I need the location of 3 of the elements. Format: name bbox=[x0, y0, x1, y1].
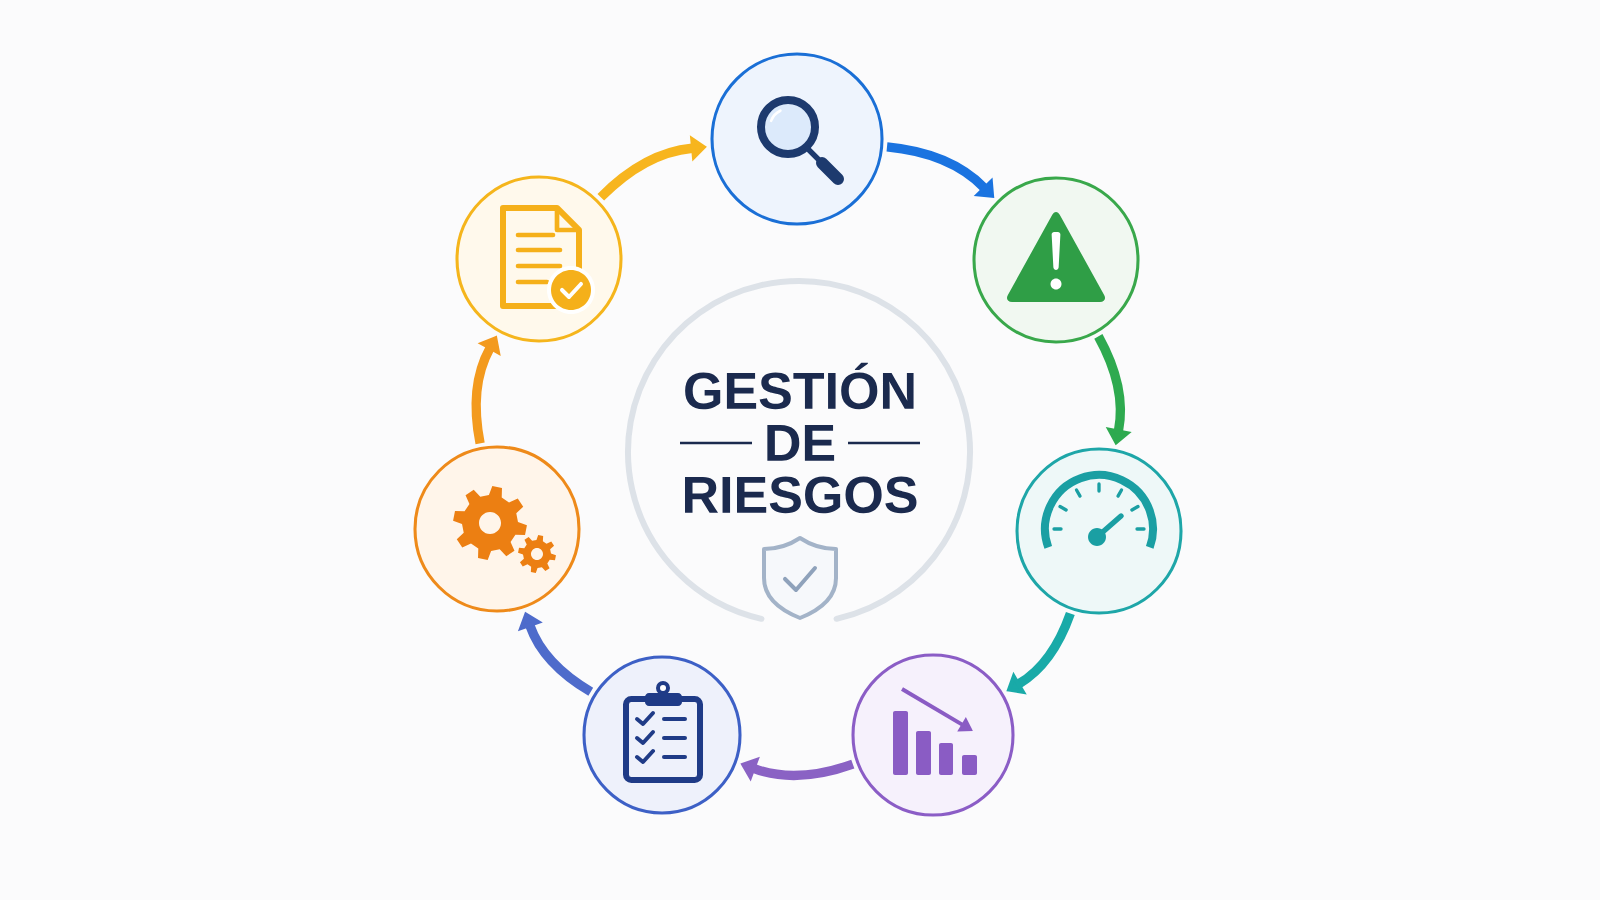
step-circle bbox=[582, 655, 742, 815]
step-circle bbox=[1015, 447, 1183, 615]
step-circle bbox=[455, 175, 623, 343]
